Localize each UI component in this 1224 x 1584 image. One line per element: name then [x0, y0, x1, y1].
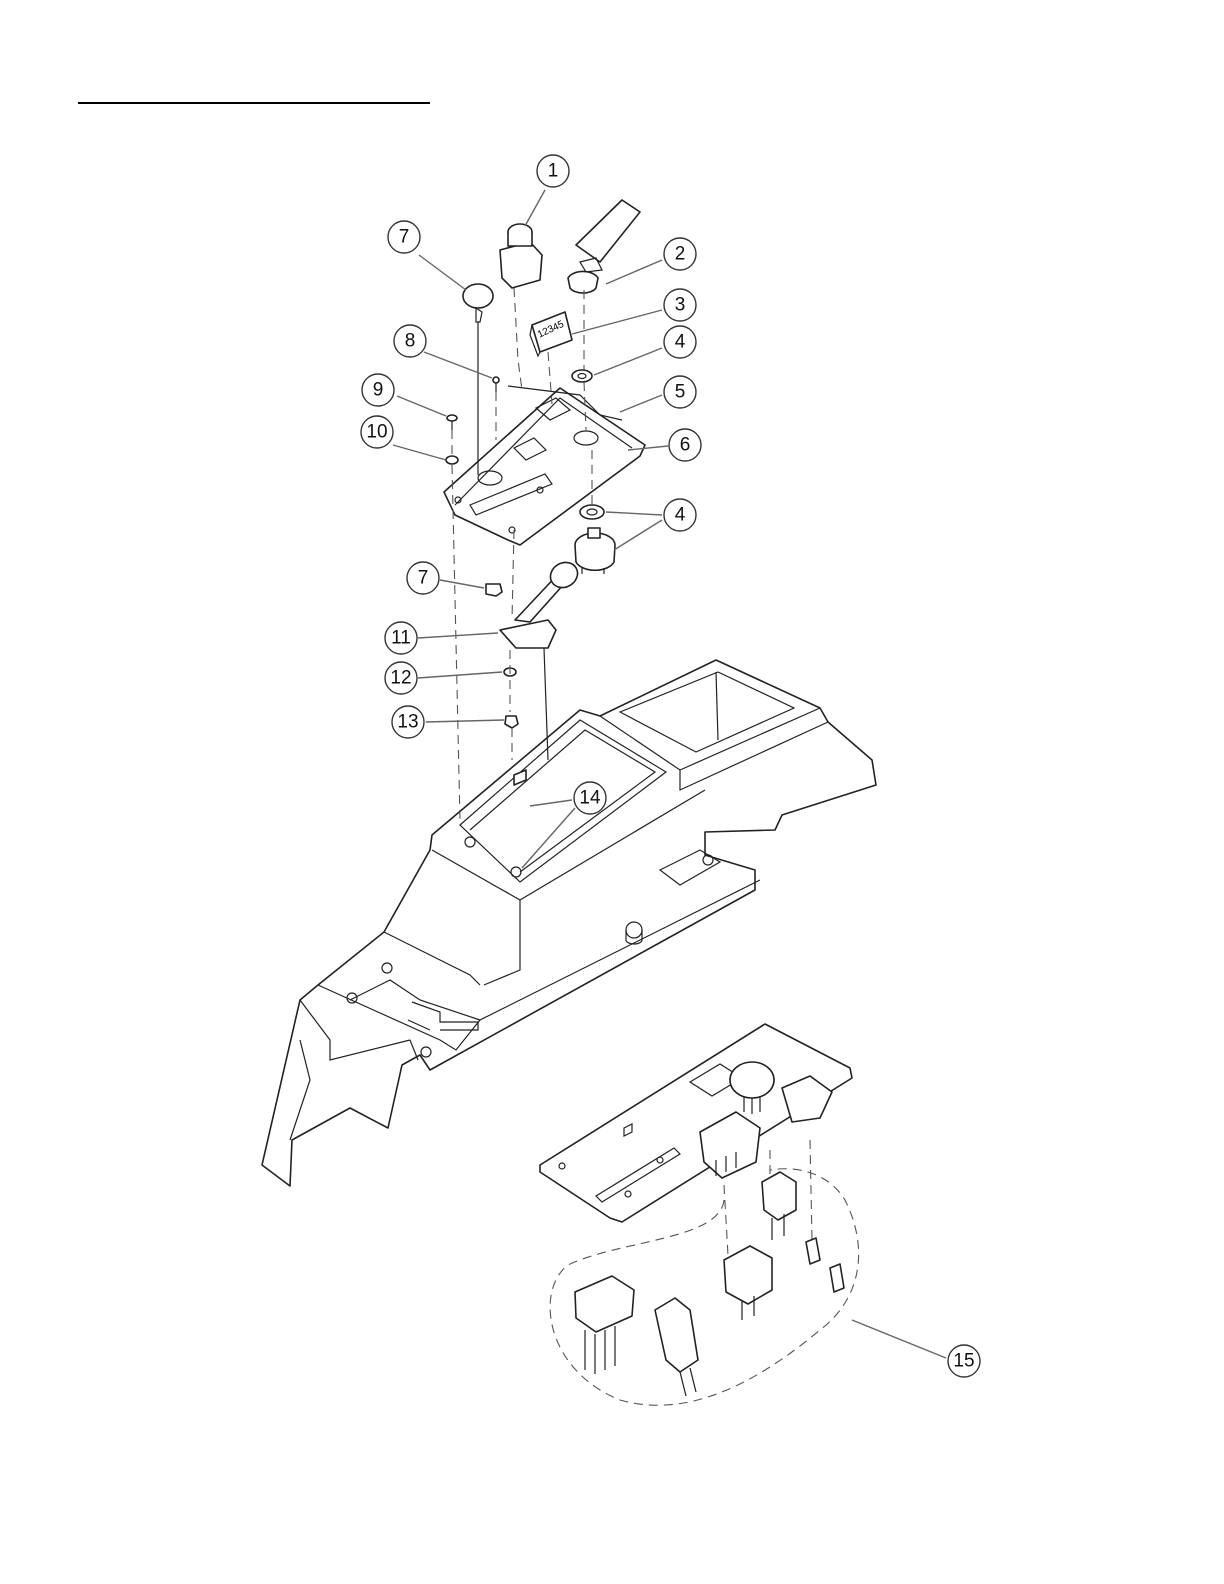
- callout-14-label: 14: [579, 788, 601, 809]
- callout-7-lower-label: 7: [418, 568, 429, 589]
- callout-15: 15: [948, 1345, 980, 1377]
- callout-1-label: 1: [548, 161, 559, 182]
- harness-plate: [540, 1024, 852, 1222]
- callout-5: 5: [664, 376, 696, 408]
- callout-9-label: 9: [373, 380, 384, 401]
- callout-12-label: 12: [390, 668, 411, 689]
- callout-4-lower: 4: [664, 499, 696, 531]
- callout-2: 2: [664, 238, 696, 270]
- callout-9: 9: [362, 374, 394, 406]
- callout-2-label: 2: [675, 244, 686, 265]
- washer-under-plate: [580, 505, 604, 519]
- hour-meter: 12345: [530, 312, 572, 356]
- callout-4-label: 4: [675, 332, 686, 353]
- callout-7-top: 7: [388, 221, 420, 253]
- callout-10: 10: [361, 416, 393, 448]
- callout-14: 14: [574, 782, 606, 814]
- callout-12: 12: [385, 662, 417, 694]
- callout-7-lower: 7: [407, 562, 439, 594]
- callout-4: 4: [664, 326, 696, 358]
- callout-8-label: 8: [405, 331, 416, 352]
- callout-8: 8: [394, 325, 426, 357]
- pto-switch: [500, 224, 542, 288]
- nut-bottom: [505, 716, 518, 728]
- control-plate: [444, 386, 645, 545]
- callout-3: 3: [664, 289, 696, 321]
- switch-body: [575, 528, 615, 574]
- callout-4-lower-label: 4: [675, 505, 686, 526]
- pin: [493, 377, 499, 392]
- screw: [447, 415, 457, 430]
- callout-11: 11: [385, 622, 417, 654]
- callout-7-top-label: 7: [399, 227, 410, 248]
- callout-1: 1: [537, 155, 569, 187]
- nut-top: [572, 370, 592, 382]
- callout-13-label: 13: [397, 712, 418, 733]
- choke-knob-cable: [463, 284, 493, 475]
- callout-11-label: 11: [391, 628, 411, 649]
- ignition-switch-key: [568, 200, 640, 293]
- callout-10-label: 10: [366, 422, 387, 443]
- callout-5-label: 5: [675, 382, 686, 403]
- callout-3-label: 3: [675, 295, 686, 316]
- washer-top: [446, 456, 458, 464]
- callout-6-label: 6: [680, 435, 691, 456]
- callout-15-label: 15: [953, 1351, 974, 1372]
- callout-6: 6: [669, 429, 701, 461]
- nut-lower: [486, 584, 502, 596]
- callout-13: 13: [392, 706, 424, 738]
